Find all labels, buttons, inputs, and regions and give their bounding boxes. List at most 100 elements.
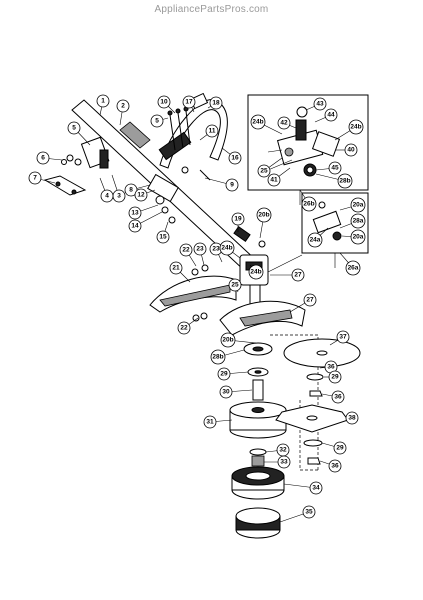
clamp-middle-parts xyxy=(147,166,211,224)
callout-circle xyxy=(209,96,223,110)
inset-box-26b xyxy=(247,94,369,191)
callout-circle xyxy=(134,188,148,202)
callout-12: 12 xyxy=(134,188,156,202)
callout-label: 45 xyxy=(331,165,339,172)
callout-circle xyxy=(331,390,345,404)
callout-11: 11 xyxy=(199,124,219,141)
saw-blade-37 xyxy=(283,338,361,368)
washer-29-left xyxy=(247,367,269,377)
callout-27: 27 xyxy=(289,293,317,313)
callout-circle xyxy=(309,481,323,495)
callout-circle xyxy=(177,321,191,335)
callout-circle xyxy=(324,108,338,122)
callout-label: 24b xyxy=(221,245,232,252)
spool-34 xyxy=(231,466,285,500)
callout-label: 28b xyxy=(212,354,223,361)
callout-25: 25 xyxy=(257,157,283,178)
callout-circle xyxy=(277,116,291,130)
callout-circle xyxy=(228,151,242,165)
callout-31: 31 xyxy=(203,415,233,429)
callout-label: 6 xyxy=(41,155,45,162)
callout-circle xyxy=(228,278,242,292)
callout-28a: 28a xyxy=(339,213,366,229)
callout-circle xyxy=(219,240,235,256)
callout-41: 41 xyxy=(267,167,291,187)
callout-circle xyxy=(203,415,217,429)
callout-17: 17 xyxy=(182,95,196,113)
callout-circle xyxy=(219,385,233,399)
callout-32: 32 xyxy=(265,443,290,457)
callout-23: 23 xyxy=(193,242,207,266)
callout-circle xyxy=(36,151,50,165)
callout-label: 41 xyxy=(270,177,278,184)
callout-18: 18 xyxy=(207,96,223,110)
callout-7: 7 xyxy=(28,171,56,185)
callout-label: 20a xyxy=(353,202,364,209)
callout-label: 14 xyxy=(131,223,139,230)
callout-circle xyxy=(336,330,350,344)
callout-label: 35 xyxy=(305,509,313,516)
callout-label: 20b xyxy=(258,212,269,219)
callout-label: 23 xyxy=(196,246,204,253)
callout-circle xyxy=(257,164,271,178)
callout-circle xyxy=(193,242,207,256)
callout-38: 38 xyxy=(345,411,359,425)
callout-circle xyxy=(328,161,342,175)
callout-circle xyxy=(100,189,114,203)
callout-label: 43 xyxy=(316,101,324,108)
callout-circle xyxy=(303,293,317,307)
callout-circle xyxy=(67,121,81,135)
spring-32-33 xyxy=(249,448,267,467)
callout-circle xyxy=(350,197,366,213)
callout-28b: 28b xyxy=(315,173,353,189)
callout-circle xyxy=(231,212,245,226)
callout-label: 20a xyxy=(353,234,364,241)
callout-label: 2 xyxy=(121,103,125,110)
callout-28b: 28b xyxy=(210,349,245,365)
callout-label: 16 xyxy=(231,155,239,162)
callout-25: 25 xyxy=(228,278,242,293)
callout-22: 22 xyxy=(177,317,199,335)
callout-label: 24a xyxy=(310,237,321,244)
callout-23: 23 xyxy=(209,242,223,263)
callout-35: 35 xyxy=(279,505,316,523)
callout-circle xyxy=(301,196,317,212)
callout-circle xyxy=(128,206,142,220)
callout-circle xyxy=(328,459,342,473)
callout-label: 31 xyxy=(206,419,214,426)
callout-label: 34 xyxy=(312,485,320,492)
bump-knob-35 xyxy=(235,507,281,539)
callout-5: 5 xyxy=(67,121,91,146)
callout-43: 43 xyxy=(305,97,327,111)
callout-20b: 20b xyxy=(256,207,272,239)
callout-45: 45 xyxy=(315,161,342,175)
callout-circle xyxy=(250,114,266,130)
callout-circle xyxy=(348,119,364,135)
callout-label: 33 xyxy=(280,459,288,466)
callout-label: 3 xyxy=(117,193,121,200)
callout-24b: 24b xyxy=(250,114,283,135)
trimmer-guard-21 xyxy=(149,275,237,313)
bolt-set-10 xyxy=(167,106,191,151)
callout-circle xyxy=(210,349,226,365)
callout-label: 27 xyxy=(306,297,314,304)
callout-21: 21 xyxy=(169,261,191,283)
callout-label: 10 xyxy=(160,99,168,106)
callout-label: 12 xyxy=(137,192,145,199)
trimmer-head-31 xyxy=(229,401,287,439)
callout-34: 34 xyxy=(283,481,323,495)
callout-label: 42 xyxy=(280,120,288,127)
callout-20a: 20a xyxy=(339,197,366,213)
callout-26b: 26b xyxy=(299,189,317,212)
callout-circle xyxy=(313,97,327,111)
callout-circle xyxy=(28,171,42,185)
callout-label: 40 xyxy=(347,147,355,154)
callout-label: 36 xyxy=(334,394,342,401)
callout-circle xyxy=(169,261,183,275)
callout-label: 44 xyxy=(327,112,335,119)
callout-circle xyxy=(116,99,130,113)
callout-label: 24b xyxy=(252,119,263,126)
clamp-left-parts xyxy=(43,136,110,196)
callout-circle xyxy=(302,505,316,519)
small-bolts-22 xyxy=(191,264,209,322)
